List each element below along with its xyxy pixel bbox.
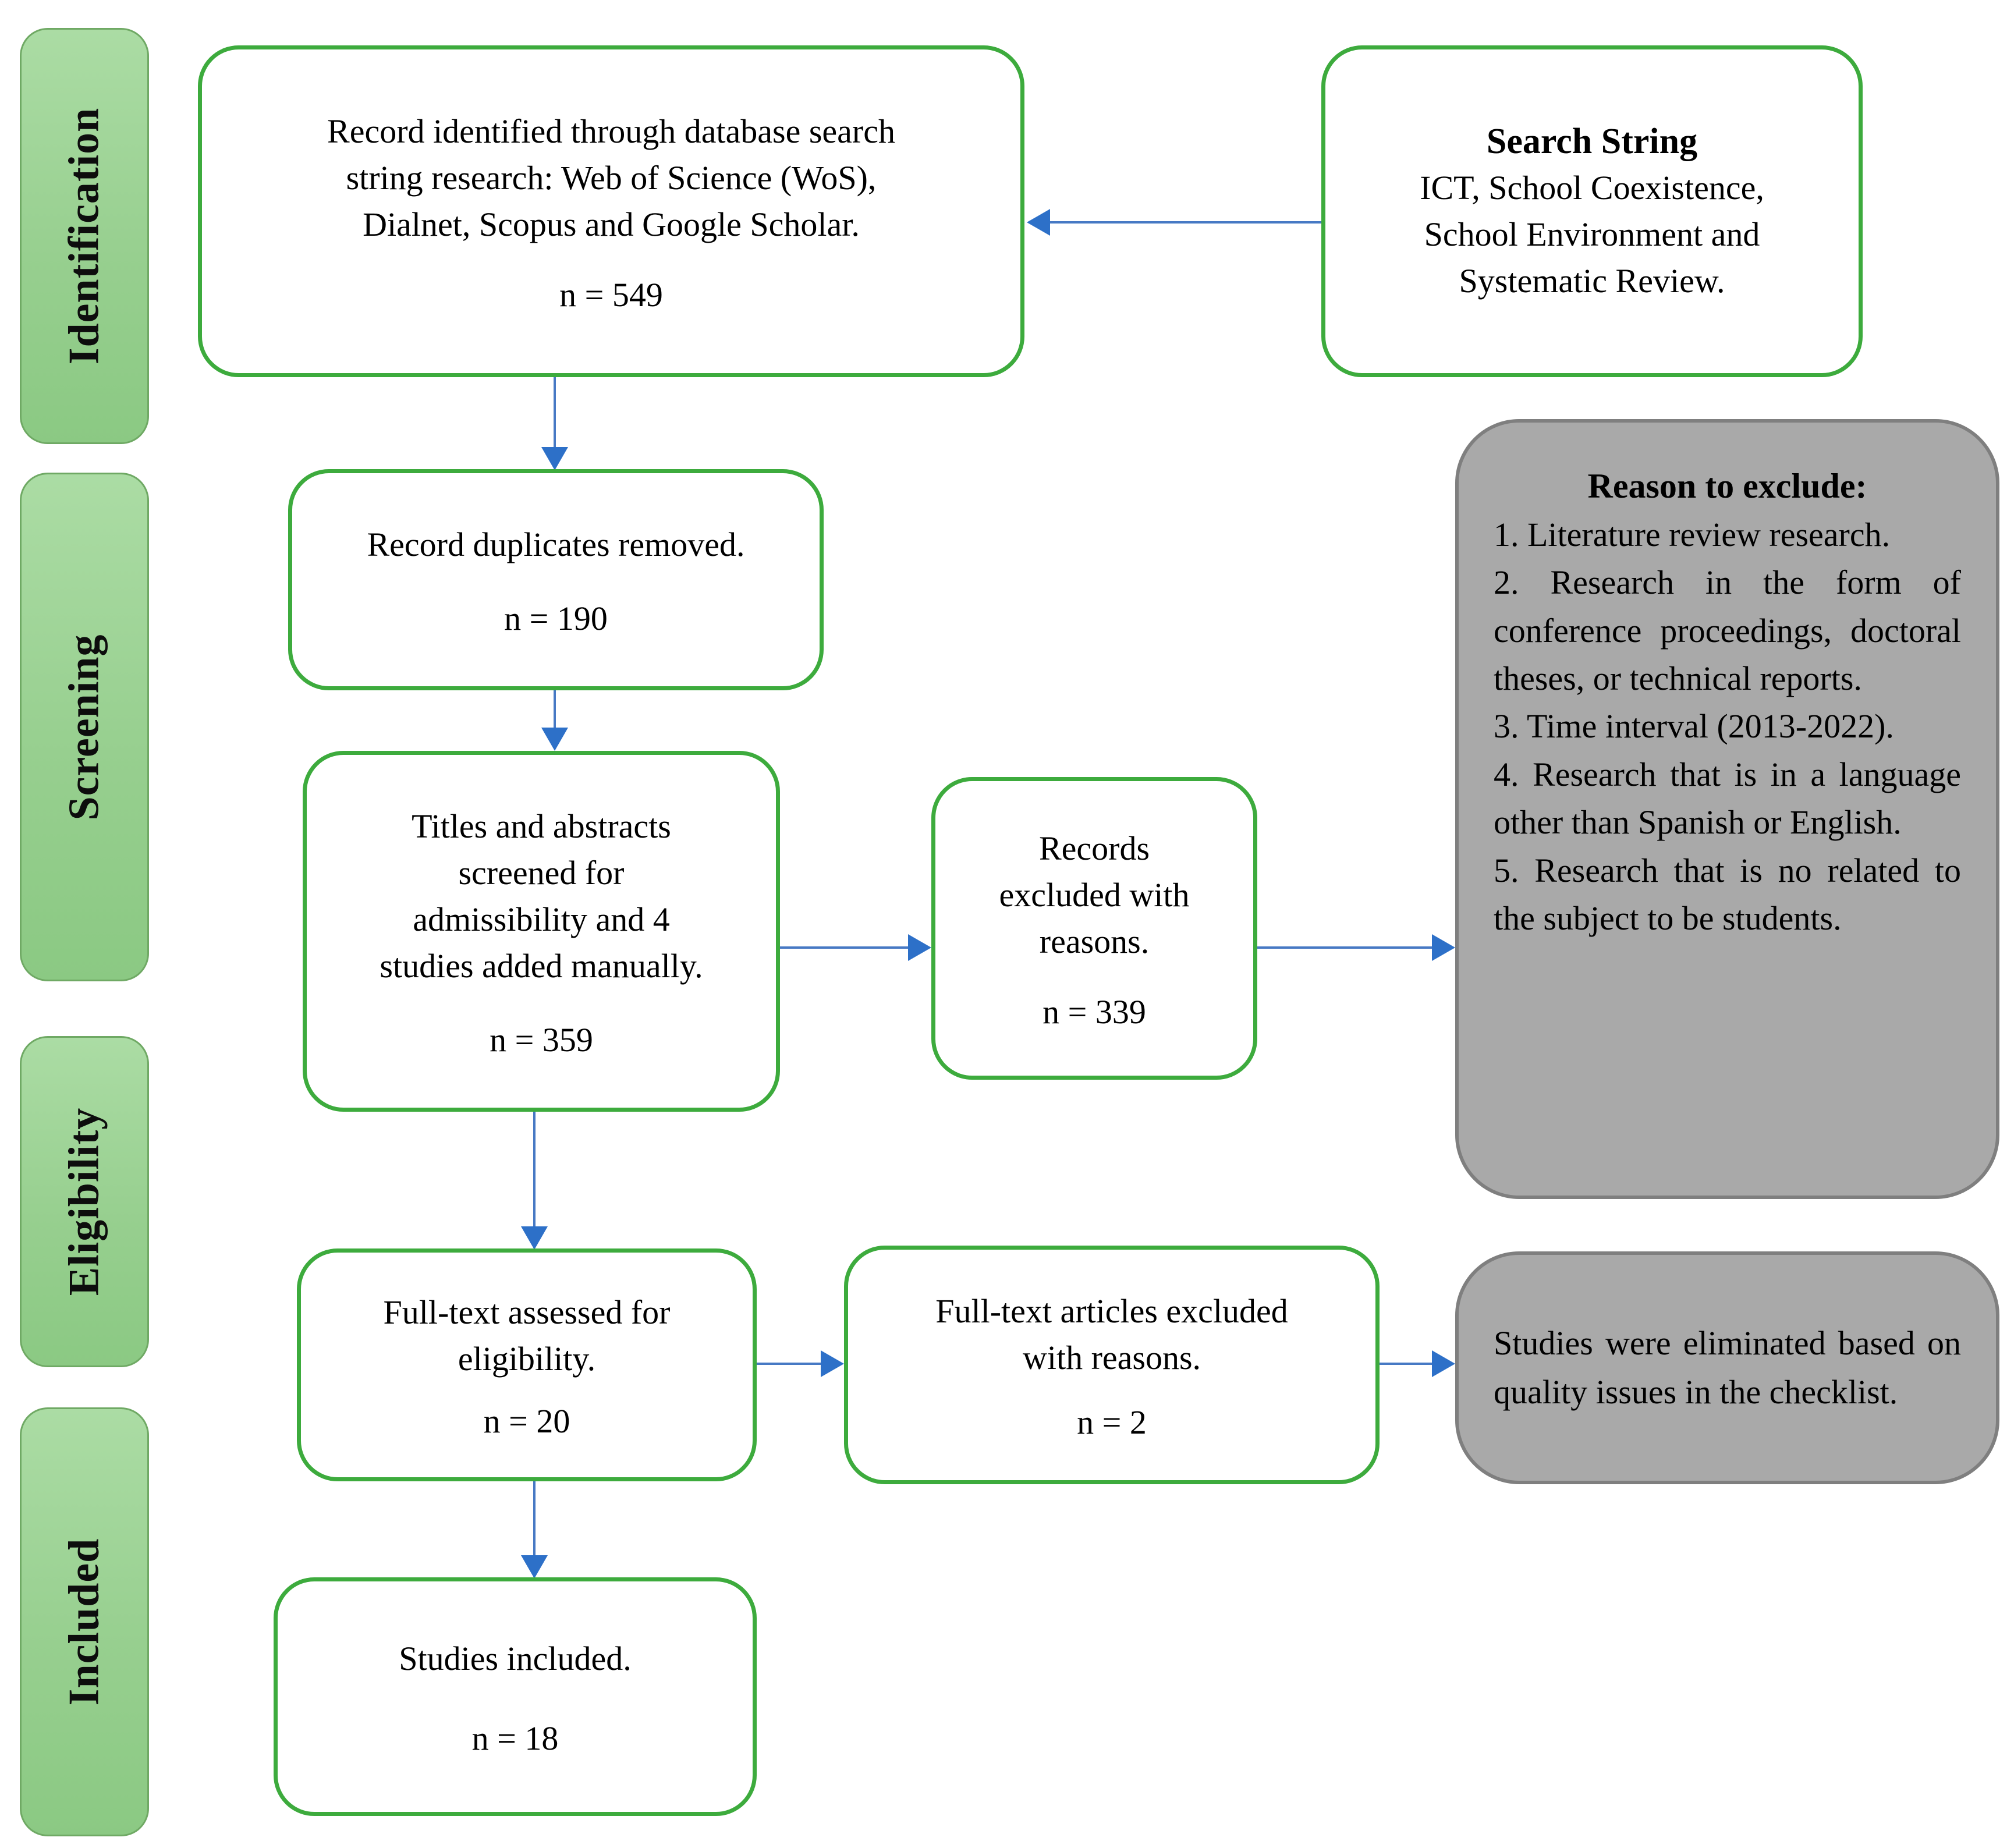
sidebar-stage-eligibility: Eligibility <box>20 1036 149 1367</box>
fulltext-excluded-text: Full-text articles excluded with reasons… <box>935 1292 1288 1377</box>
fulltext-excluded-count: n = 2 <box>1077 1403 1147 1441</box>
stage-label-eligibility: Eligibility <box>60 1107 108 1296</box>
search-string-title: Search String <box>1486 121 1698 161</box>
stage-label-identification: Identification <box>60 107 108 365</box>
arrow-line-identified-to-duplicates <box>554 377 556 449</box>
arrow-line-excluded-to-quality <box>1380 1363 1435 1365</box>
box-records-identified: Record identified through database searc… <box>198 45 1024 377</box>
arrow-line-searchstring-to-identified <box>1049 221 1321 224</box>
duplicates-removed-text: Record duplicates removed. <box>367 525 745 563</box>
box-records-excluded: Records excluded with reasons. n = 339 <box>931 777 1257 1080</box>
reason-item-4: 4. Research that is in a language other … <box>1494 755 1961 842</box>
duplicates-removed-count: n = 190 <box>504 600 608 637</box>
box-fulltext-assessed: Full-text assessed for eligibility. n = … <box>297 1248 757 1481</box>
arrow-line-excluded-to-reasons <box>1257 946 1435 949</box>
titles-screened-count: n = 359 <box>490 1021 593 1059</box>
arrowhead-right-icon <box>821 1350 844 1377</box>
arrowhead-left-icon <box>1027 209 1050 236</box>
arrow-line-fulltext-to-included <box>533 1481 536 1559</box>
search-string-wrap: Search String ICT, School Coexistence, S… <box>1420 118 1764 305</box>
box-reason-to-exclude: Reason to exclude: 1. Literature review … <box>1455 419 1999 1199</box>
stage-label-screening: Screening <box>60 633 108 821</box>
box-titles-screened: Titles and abstracts screened for admiss… <box>303 751 780 1112</box>
arrow-line-screened-to-fulltext <box>533 1112 536 1230</box>
reason-item-2: 2. Research in the form of conference pr… <box>1494 563 1961 698</box>
box-duplicates-removed: Record duplicates removed. n = 190 <box>288 469 824 690</box>
reason-item-5: 5. Research that is no related to the su… <box>1494 851 1961 937</box>
reason-to-exclude-title: Reason to exclude: <box>1587 467 1867 505</box>
titles-screened-text: Titles and abstracts screened for admiss… <box>380 807 703 985</box>
arrowhead-right-icon <box>1432 934 1455 961</box>
sidebar-stage-screening: Screening <box>20 473 149 981</box>
arrowhead-down-icon <box>521 1555 548 1579</box>
arrow-line-duplicates-to-screened <box>554 690 556 730</box>
studies-included-count: n = 18 <box>471 1719 559 1757</box>
arrowhead-right-icon <box>1432 1350 1455 1377</box>
sidebar-stage-identification: Identification <box>20 28 149 444</box>
reason-item-3: 3. Time interval (2013-2022). <box>1494 707 1894 746</box>
studies-included-text: Studies included. <box>399 1639 632 1677</box>
stage-label-included: Included <box>60 1538 108 1706</box>
box-quality-eliminated: Studies were eliminated based on quality… <box>1455 1251 1999 1484</box>
box-studies-included: Studies included. n = 18 <box>274 1577 757 1816</box>
arrowhead-down-icon <box>541 728 568 751</box>
sidebar-stage-included: Included <box>20 1407 149 1836</box>
arrowhead-right-icon <box>908 934 931 961</box>
records-identified-text: Record identified through database searc… <box>327 112 895 244</box>
records-excluded-count: n = 339 <box>1042 992 1146 1031</box>
fulltext-assessed-text: Full-text assessed for eligibility. <box>383 1293 671 1378</box>
quality-eliminated-text: Studies were eliminated based on quality… <box>1494 1324 1961 1411</box>
arrowhead-down-icon <box>541 447 568 470</box>
arrowhead-down-icon <box>521 1226 548 1250</box>
arrow-line-screened-to-excluded <box>780 946 912 949</box>
box-fulltext-excluded: Full-text articles excluded with reasons… <box>844 1246 1380 1484</box>
search-string-text: ICT, School Coexistence, School Environm… <box>1420 169 1764 300</box>
arrow-line-fulltext-to-excluded <box>757 1363 824 1365</box>
box-search-string: Search String ICT, School Coexistence, S… <box>1321 45 1863 377</box>
records-excluded-text: Records excluded with reasons. <box>999 829 1190 961</box>
fulltext-assessed-count: n = 20 <box>483 1402 570 1440</box>
reason-item-1: 1. Literature review research. <box>1494 516 1891 554</box>
records-identified-count: n = 549 <box>559 275 663 314</box>
